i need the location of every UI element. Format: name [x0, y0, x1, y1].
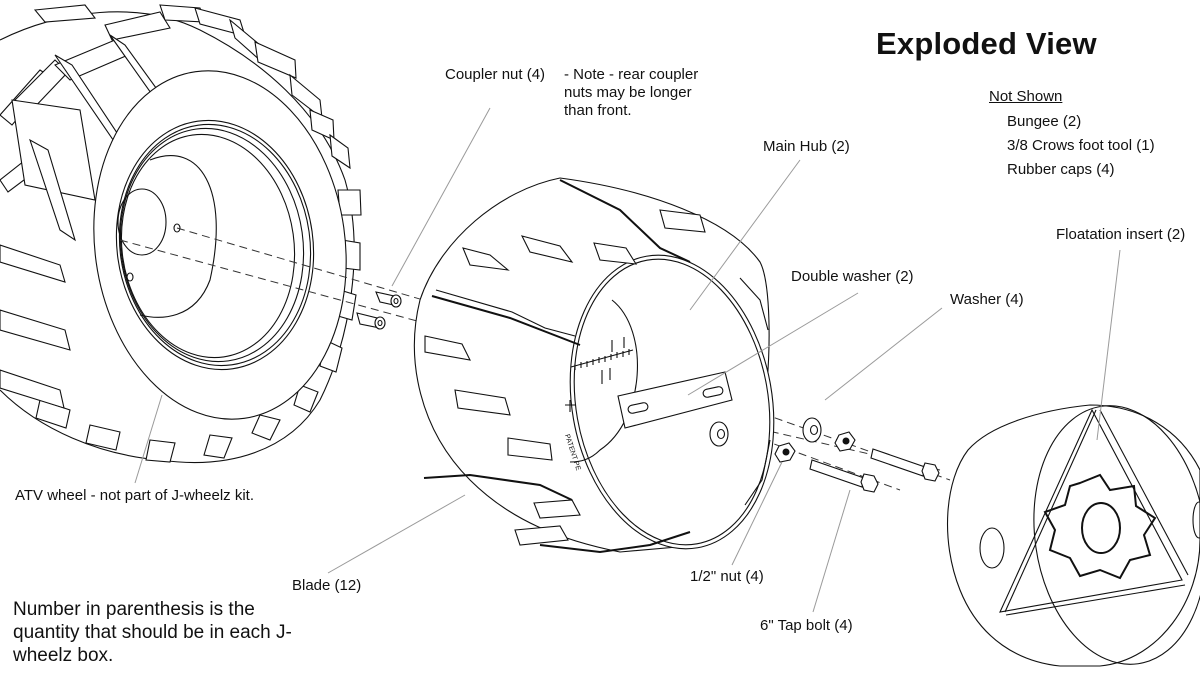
- blade: [533, 499, 581, 519]
- sprocket-cutout: [1043, 473, 1157, 580]
- blade: [507, 437, 553, 461]
- quantity-footnote: Number in parenthesis is the quantity th…: [13, 599, 292, 666]
- half-inch-nut: [774, 442, 796, 463]
- valve-bulge: [979, 527, 1005, 569]
- label-blade: Blade (12): [292, 577, 362, 594]
- label-washer: Washer (4): [950, 291, 1024, 308]
- leader-half-inch-nut: [731, 461, 783, 566]
- leader-tap-bolt: [812, 489, 851, 613]
- coupler-nuts: [356, 291, 402, 330]
- blade: [454, 389, 511, 416]
- label-floatation-insert: Floatation insert (2): [1056, 226, 1186, 243]
- not-shown-heading: Not Shown: [989, 88, 1063, 105]
- atv-wheel: [0, 4, 362, 463]
- blade: [520, 235, 574, 263]
- blade: [593, 242, 638, 265]
- tap-bolt: [870, 448, 940, 482]
- lug-hole: [173, 223, 181, 233]
- leader-coupler-nut: [391, 107, 491, 287]
- label-half-inch-nut: 1/2" nut (4): [690, 568, 764, 585]
- not-shown-list: Bungee (2) 3/8 Crows foot tool (1) Rubbe…: [1007, 113, 1155, 185]
- label-double-washer: Double washer (2): [791, 268, 914, 285]
- tap-bolt: [809, 459, 879, 493]
- leader-main-hub: [689, 159, 801, 311]
- hub-gauge-scale: [565, 337, 634, 412]
- leader-floatation-insert: [1096, 249, 1121, 441]
- not-shown-item: 3/8 Crows foot tool (1): [1007, 137, 1155, 154]
- floatation-insert: [947, 404, 1200, 667]
- wheel-rim: [115, 119, 315, 371]
- page-title: Exploded View: [876, 26, 1097, 61]
- label-main-hub: Main Hub (2): [763, 138, 850, 155]
- hub-gauge-arc: [569, 299, 638, 463]
- insert-bore: [1081, 502, 1121, 554]
- not-shown-item: Rubber caps (4): [1007, 161, 1115, 178]
- leader-lines: [134, 107, 1121, 613]
- blade: [424, 335, 471, 361]
- blade: [659, 209, 706, 233]
- coupler-nut: [375, 291, 402, 308]
- blade: [462, 247, 510, 271]
- hub-blade-rails: [423, 179, 771, 554]
- label-coupler-nut: Coupler nut (4): [445, 66, 546, 83]
- leader-atv-wheel: [134, 394, 163, 484]
- label-tap-bolt: 6" Tap bolt (4): [760, 617, 853, 634]
- not-shown-item: Bungee (2): [1007, 113, 1082, 130]
- label-coupler-note: - Note - rear coupler nuts may be longer…: [564, 66, 699, 119]
- half-inch-nut: [834, 431, 856, 452]
- hub-blades: [424, 209, 706, 546]
- washer-rear: [802, 417, 822, 443]
- blade: [514, 525, 569, 546]
- leader-washer: [824, 307, 943, 401]
- wheel-center-bore: [117, 188, 167, 256]
- label-atv-wheel: ATV wheel - not part of J-wheelz kit.: [15, 487, 254, 504]
- lug-hole: [126, 272, 134, 282]
- coupler-nut: [356, 312, 386, 330]
- main-hub: PATENT PE: [413, 177, 775, 554]
- leader-blade: [327, 494, 466, 574]
- leader-double-washer: [687, 292, 859, 396]
- washer-front: [709, 421, 729, 447]
